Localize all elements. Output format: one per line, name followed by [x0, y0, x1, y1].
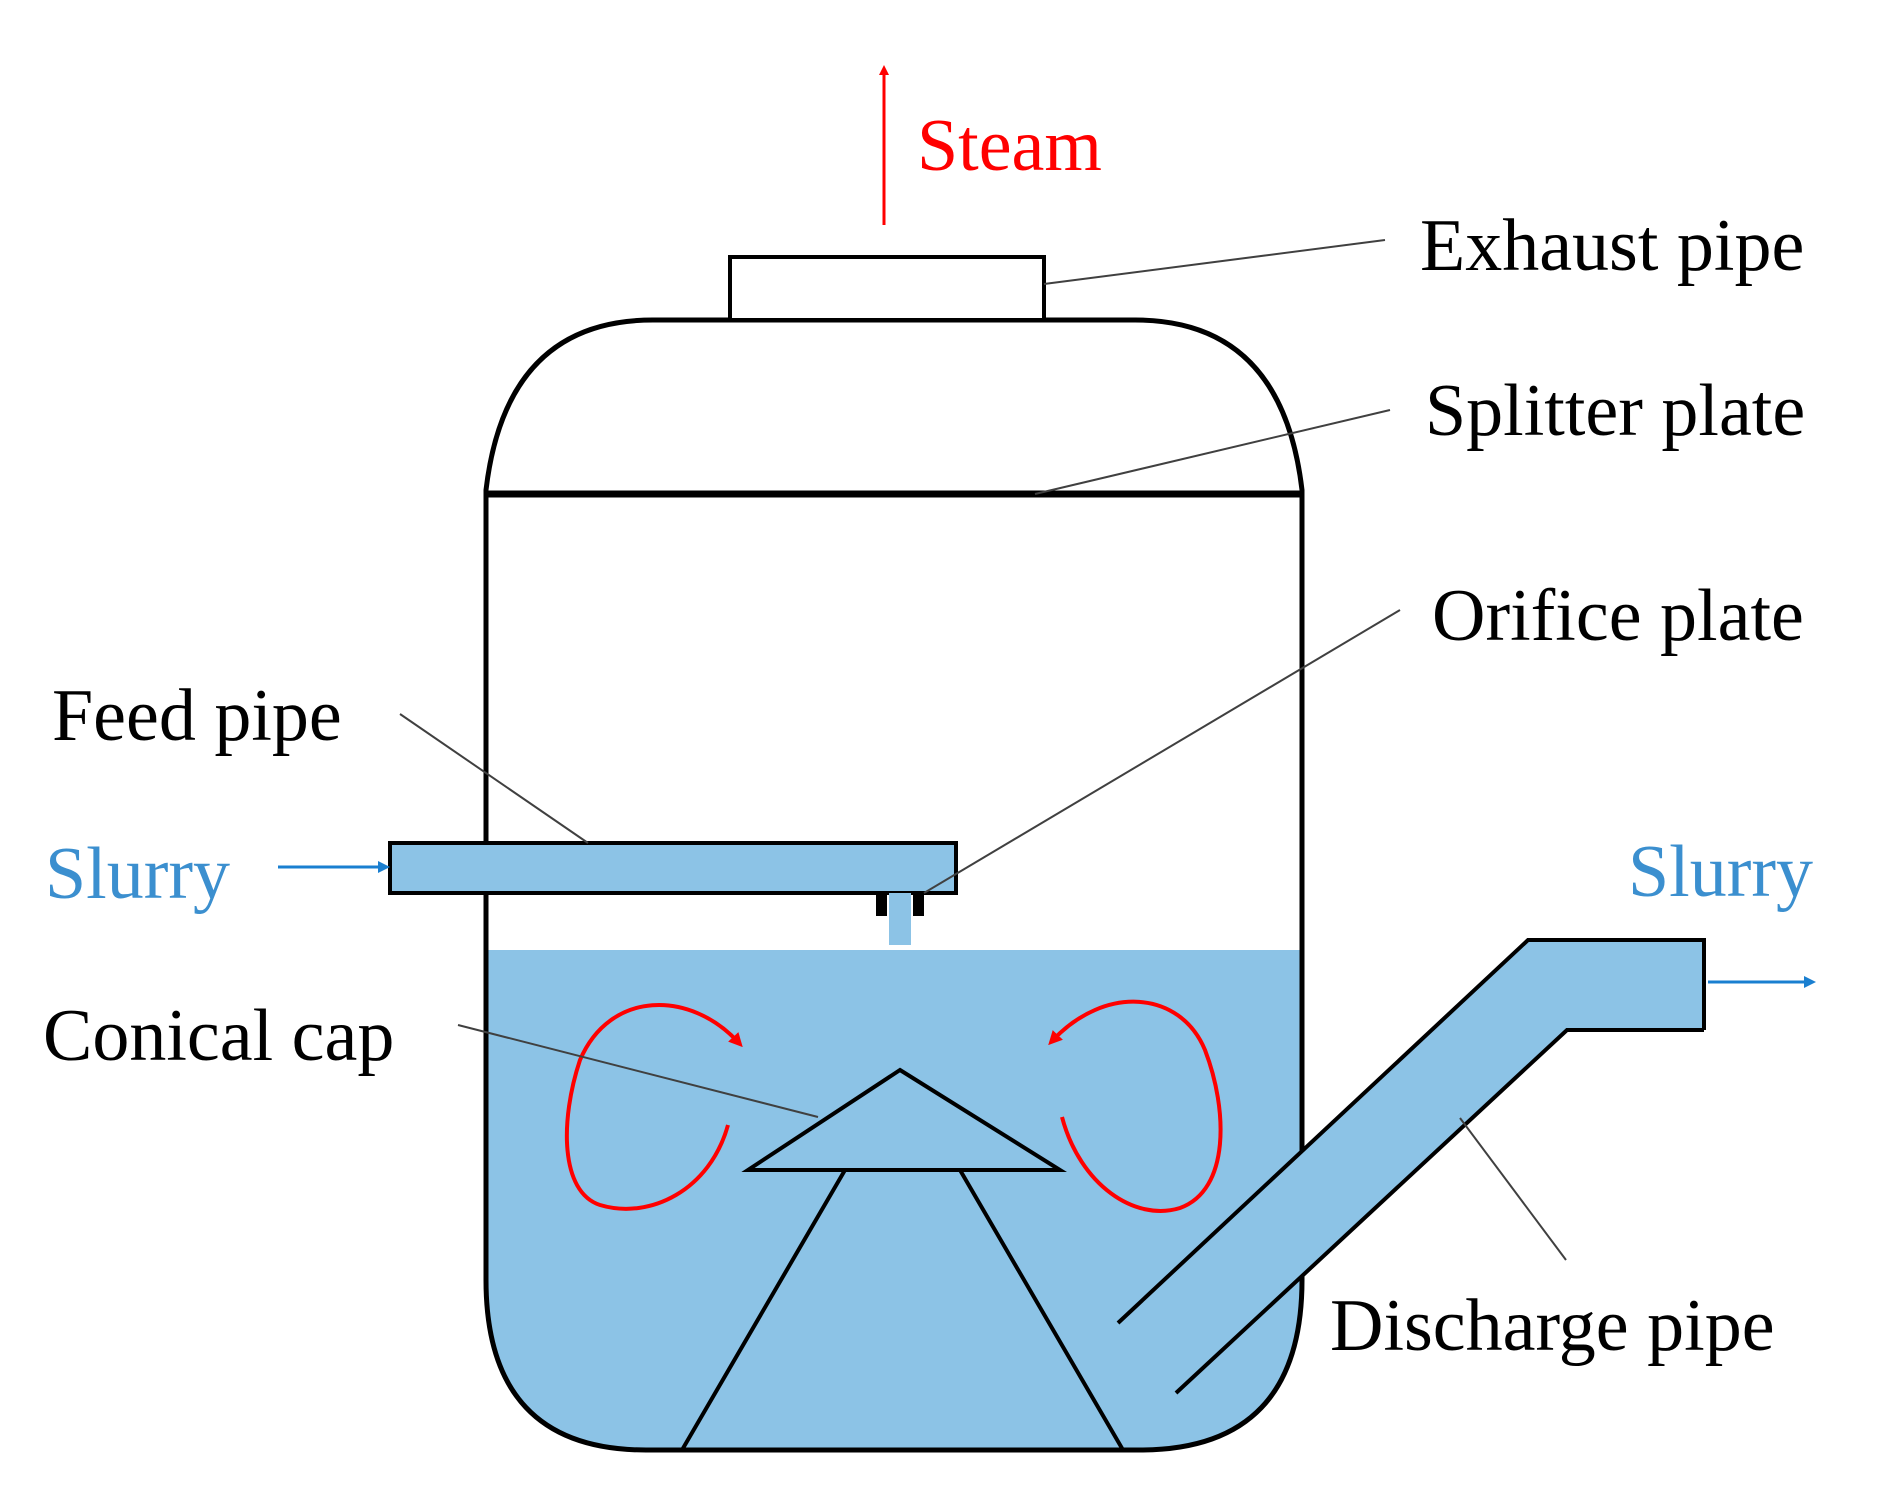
slurry-outlet-label: Slurry	[1628, 831, 1813, 913]
discharge-pipe	[1118, 940, 1704, 1393]
slurry-liquid	[486, 950, 1302, 1450]
exhaust-pipe-leader	[1043, 239, 1386, 285]
splitter-plate-label: Splitter plate	[1425, 370, 1805, 452]
vessel-body	[483, 317, 1305, 1453]
orifice-plate-left	[876, 893, 887, 916]
slurry-inlet-label: Slurry	[45, 833, 230, 915]
conical-cap-label: Conical cap	[43, 995, 394, 1077]
discharge-pipe-leader	[1459, 1117, 1567, 1261]
splitter-plate-leader	[1034, 409, 1391, 495]
conical-cap-leader	[457, 1024, 819, 1118]
discharge-pipe-label: Discharge pipe	[1330, 1285, 1775, 1367]
orifice-plate-label: Orifice plate	[1432, 575, 1804, 657]
feed-pipe	[388, 841, 958, 895]
orifice-plate-right	[913, 893, 924, 916]
feed-pipe-leader	[399, 713, 589, 844]
circulation-left-arrow	[564, 1003, 743, 1211]
exhaust-pipe	[728, 255, 1046, 322]
orifice-stream	[889, 893, 911, 945]
circulation-right-arrow	[1048, 999, 1223, 1213]
discharge-pipe-lower-wall	[1174, 1028, 1704, 1395]
steam-label: Steam	[917, 105, 1102, 187]
orifice-plate-leader	[923, 609, 1401, 894]
exhaust-pipe-label: Exhaust pipe	[1420, 205, 1804, 287]
conical-cap	[741, 1067, 1067, 1172]
discharge-pipe-upper-wall	[1116, 938, 1706, 1325]
feed-pipe-label: Feed pipe	[52, 675, 342, 757]
